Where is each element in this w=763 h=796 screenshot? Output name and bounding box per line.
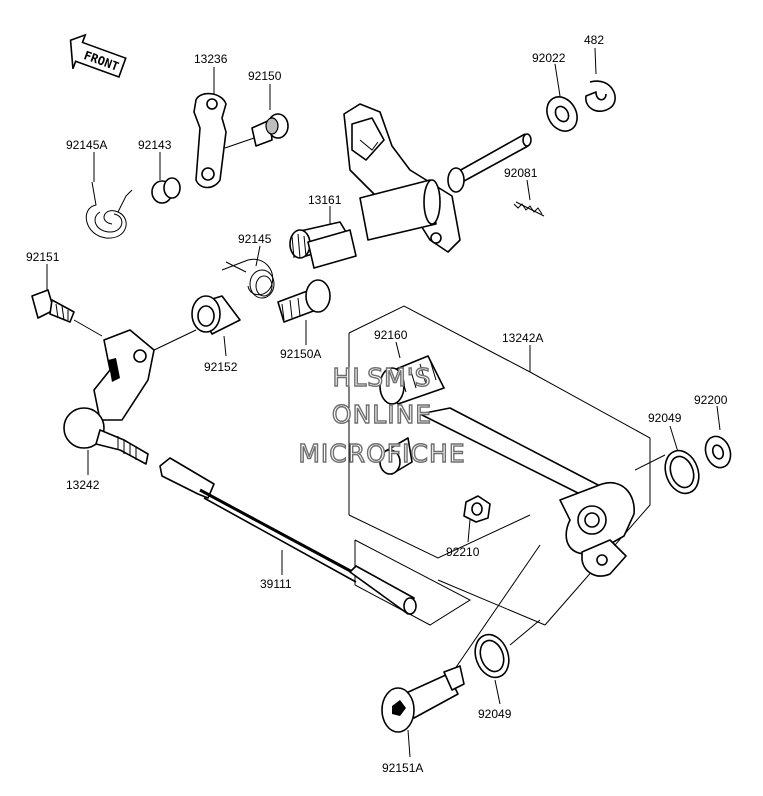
- spring-92081-icon: [513, 201, 545, 217]
- part-labels: 13236 92150 92145A 92143 92022 482 92081…: [26, 33, 728, 775]
- seal-92049-lower-icon: [474, 633, 510, 679]
- seal-92049-upper-icon: [664, 449, 700, 495]
- shaft-13161-icon: [289, 221, 357, 269]
- watermark-line-3: MICROFICHE: [298, 439, 465, 468]
- label-92160: 92160: [374, 328, 408, 342]
- lever-13242-icon: [63, 329, 155, 465]
- label-92143: 92143: [138, 138, 172, 152]
- label-92081: 92081: [504, 166, 538, 180]
- label-13242: 13242: [66, 478, 100, 492]
- bolt-92151-icon: [31, 289, 75, 323]
- label-92150: 92150: [248, 69, 282, 83]
- label-92145A: 92145A: [66, 138, 107, 152]
- label-39111: 39111: [260, 577, 292, 591]
- spring-92145A-icon: [85, 181, 133, 239]
- spring-92145-icon: [221, 258, 275, 299]
- lever-13236-icon: [193, 92, 227, 189]
- front-arrow-icon: FRONT: [69, 33, 127, 78]
- pin-92160-icon: [379, 355, 445, 405]
- watermark-line-2: ONLINE: [332, 400, 432, 429]
- leader-lines: [46, 47, 721, 758]
- label-92151: 92151: [26, 250, 60, 264]
- circlip-482-icon: [585, 80, 616, 112]
- label-92049-lower: 92049: [478, 707, 512, 721]
- washer-92022-icon: [546, 96, 578, 132]
- label-13236: 13236: [194, 52, 228, 66]
- bolt-92150-icon: [251, 113, 289, 147]
- label-482: 482: [584, 33, 604, 47]
- label-92022: 92022: [532, 51, 566, 65]
- label-13242A: 13242A: [502, 331, 543, 345]
- collar-92152-icon: [191, 295, 241, 335]
- label-92152: 92152: [204, 360, 238, 374]
- label-92210: 92210: [446, 545, 480, 559]
- watermark-line-1: HLSM'S: [333, 363, 432, 392]
- label-92145: 92145: [238, 232, 272, 246]
- label-13161: 13161: [308, 193, 342, 207]
- label-92150A: 92150A: [280, 347, 321, 361]
- nut-92210-icon: [463, 495, 491, 523]
- label-92049-upper: 92049: [648, 411, 682, 425]
- label-92200: 92200: [694, 393, 728, 407]
- bolt-92151A-icon: [381, 665, 465, 733]
- shift-shaft-assembly-icon: [343, 103, 532, 253]
- lever-13242A-icon: [379, 407, 635, 577]
- watermark: HLSM'S ONLINE MICROFICHE: [298, 362, 466, 468]
- washer-92200-icon: [704, 435, 732, 469]
- collar-92143-icon: [151, 177, 181, 204]
- label-92151A: 92151A: [382, 761, 423, 775]
- bolt-92150A-icon: [277, 279, 331, 323]
- rod-39111-icon: [159, 457, 417, 615]
